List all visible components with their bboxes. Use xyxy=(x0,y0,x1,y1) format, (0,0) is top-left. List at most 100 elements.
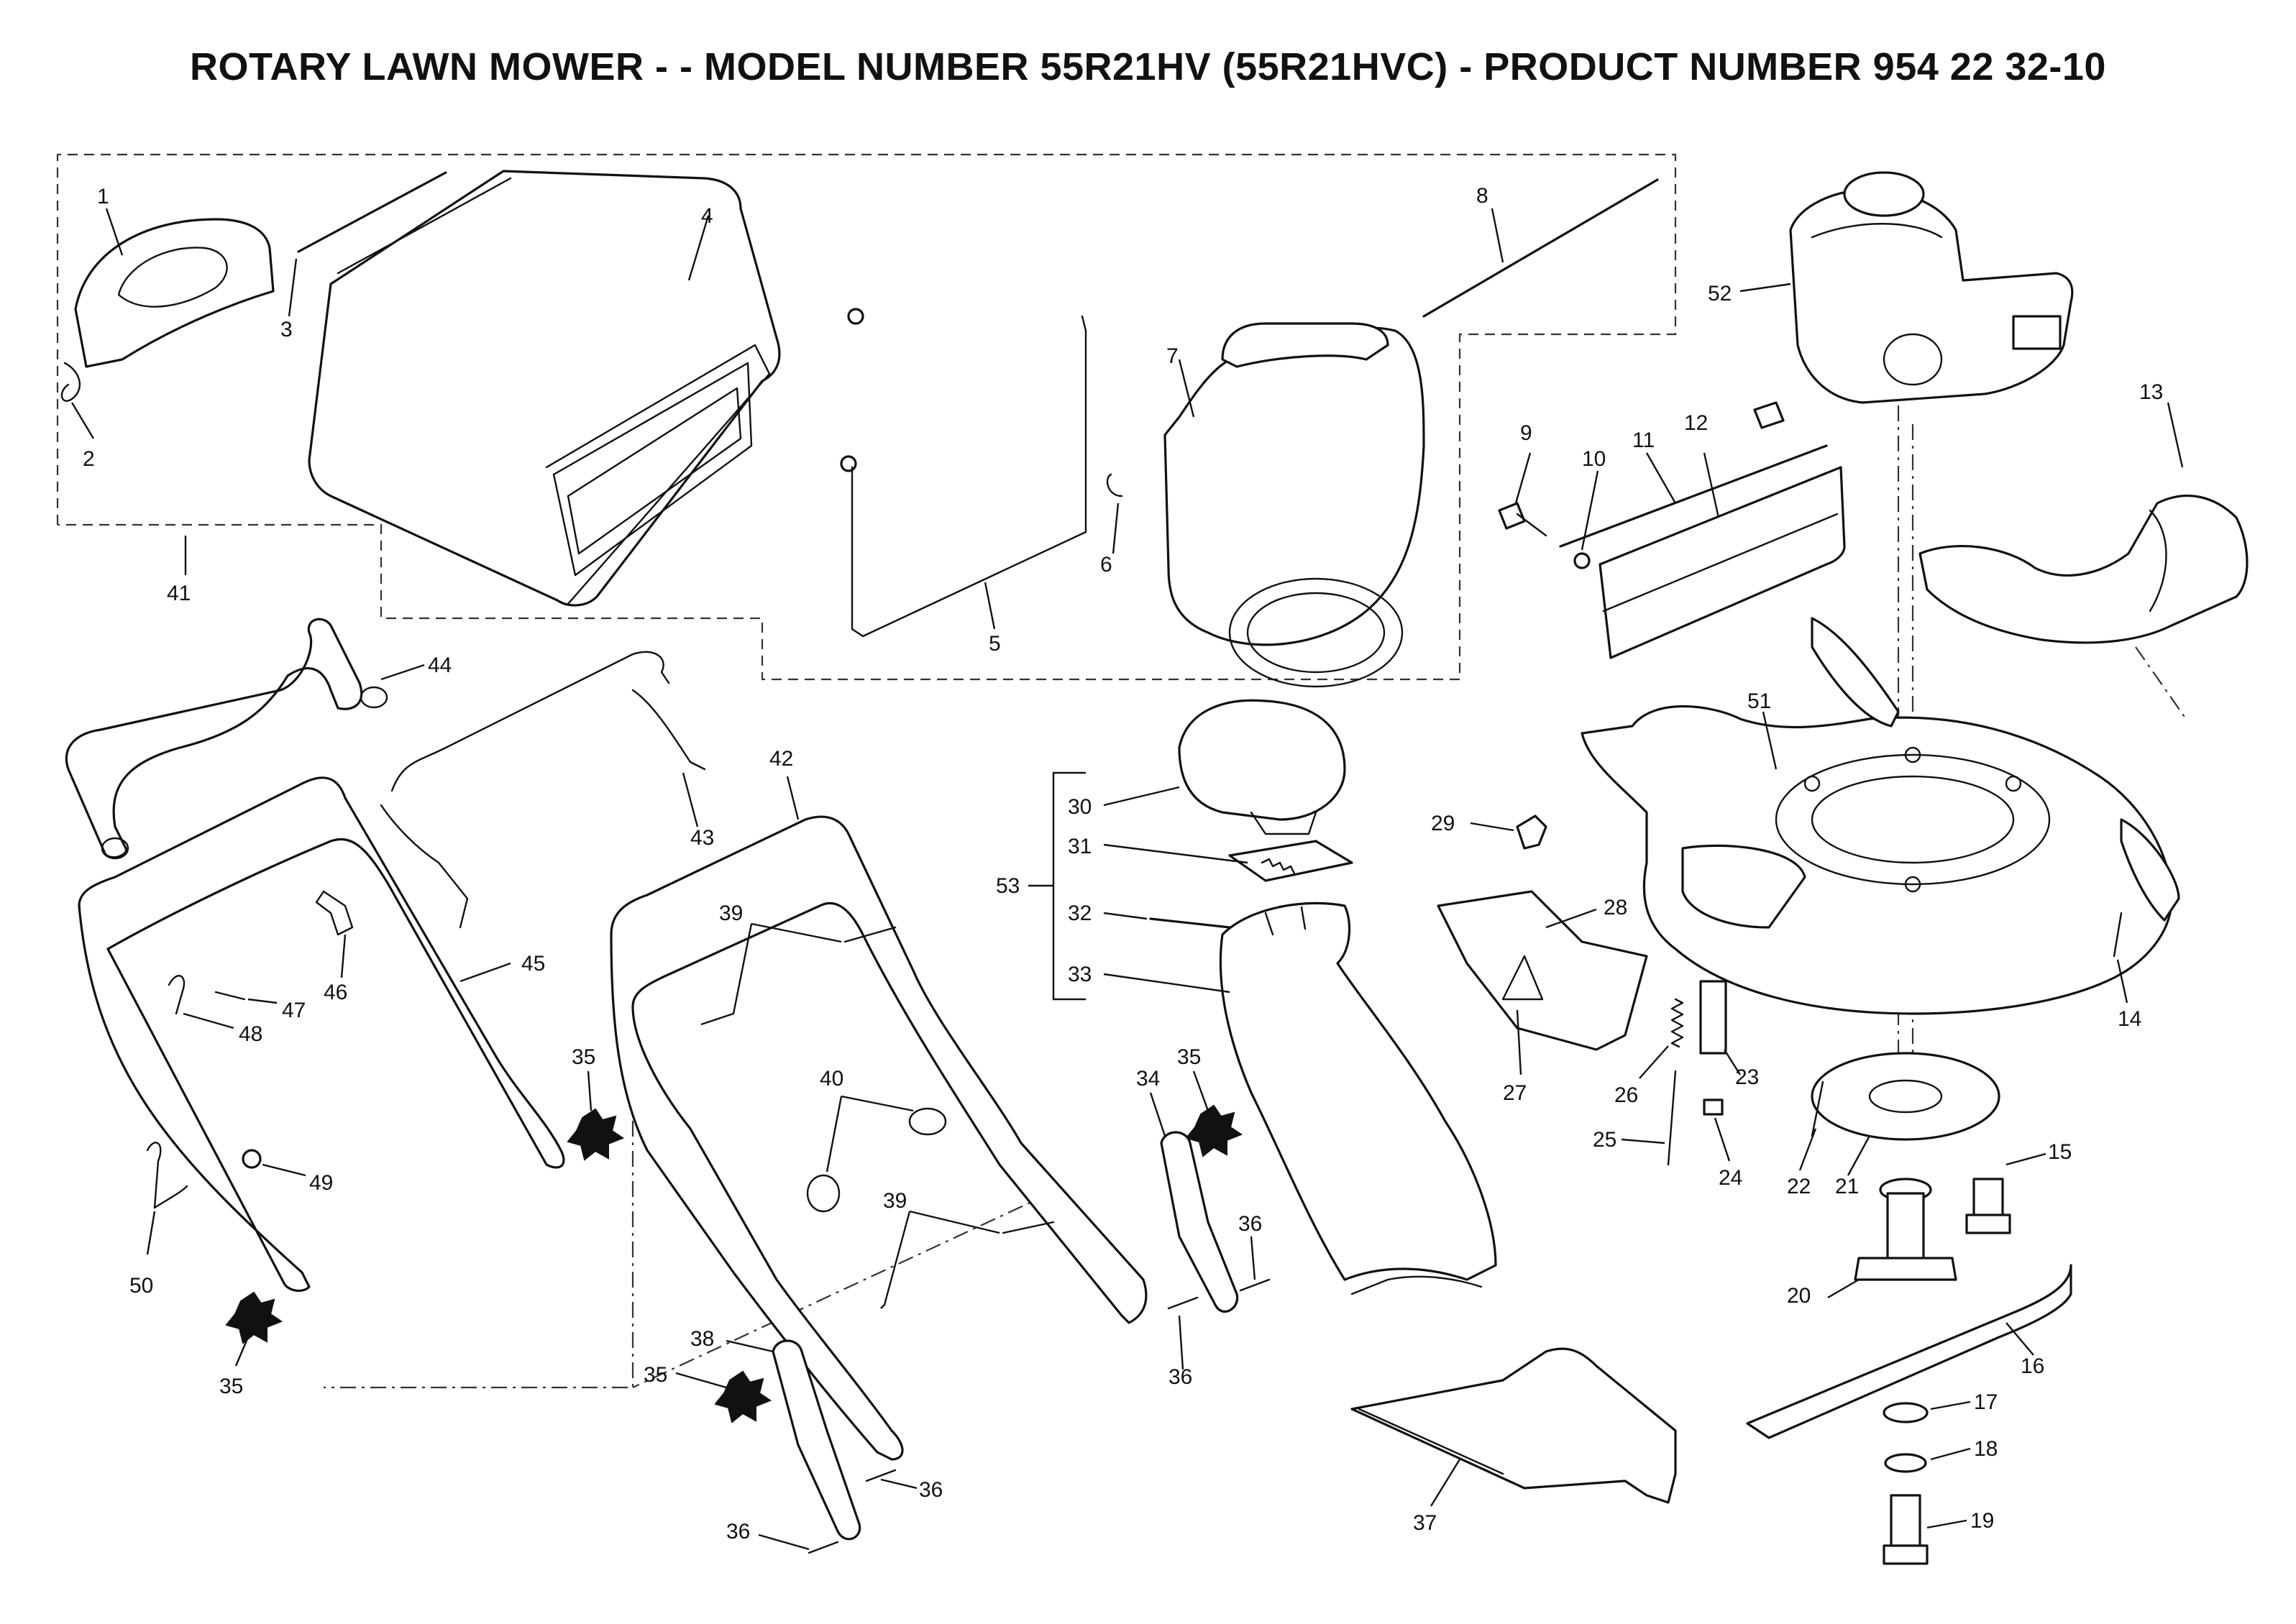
bag-frame xyxy=(840,308,1087,638)
washer-17 xyxy=(1883,1400,1971,1423)
cable-clip-40 xyxy=(806,1095,947,1213)
label-50: 50 xyxy=(129,1274,153,1298)
knob-35-c xyxy=(1185,1070,1243,1157)
label-47: 47 xyxy=(282,999,306,1022)
bolt-36-a xyxy=(1167,1296,1199,1370)
nut-10 xyxy=(1573,470,1599,569)
spring-31 xyxy=(1103,840,1353,882)
label-13: 13 xyxy=(2139,380,2163,404)
label-35d: 35 xyxy=(644,1363,667,1387)
label-35c: 35 xyxy=(219,1375,243,1398)
label-46: 46 xyxy=(324,981,347,1004)
bag-handle xyxy=(74,208,275,368)
discharge-chute-33 xyxy=(1103,902,1497,1295)
label-30: 30 xyxy=(1068,795,1092,819)
label-31: 31 xyxy=(1068,835,1092,858)
height-bracket-34 xyxy=(1149,1092,1239,1313)
label-17: 17 xyxy=(1974,1390,1998,1414)
upper-handle-45 xyxy=(78,651,670,1293)
label-22: 22 xyxy=(1787,1175,1811,1198)
label-2: 2 xyxy=(83,447,95,471)
blade-16 xyxy=(1746,1264,2072,1439)
label-38: 38 xyxy=(690,1327,714,1351)
label-34: 34 xyxy=(1136,1067,1160,1091)
label-26: 26 xyxy=(1614,1083,1638,1107)
label-19: 19 xyxy=(1970,1509,1994,1533)
label-36c: 36 xyxy=(919,1478,943,1502)
label-1: 1 xyxy=(97,185,109,208)
label-29: 29 xyxy=(1431,812,1455,835)
bolt-36-d xyxy=(758,1533,839,1554)
label-4: 4 xyxy=(701,204,713,228)
shield-21 xyxy=(1811,1052,2000,1176)
knob-29 xyxy=(1470,815,1547,850)
pin-32 xyxy=(1103,912,1231,929)
label-15: 15 xyxy=(2048,1140,2072,1164)
rear-skirt-37 xyxy=(1350,1347,1677,1507)
knob-35-b xyxy=(225,1291,283,1367)
mower-deck xyxy=(1581,617,2180,1015)
label-42: 42 xyxy=(769,747,793,771)
label-43: 43 xyxy=(690,826,714,850)
label-25: 25 xyxy=(1593,1128,1616,1152)
nut-49 xyxy=(242,1149,306,1177)
label-18: 18 xyxy=(1974,1437,1998,1461)
bolt-39-b xyxy=(880,1210,1055,1309)
chute-assembly-bracket-53 xyxy=(1028,771,1086,1001)
rod-25 xyxy=(1621,1070,1677,1166)
handle-grip-44 xyxy=(65,618,425,860)
spring-26 xyxy=(1639,998,1684,1079)
clip-6 xyxy=(1106,473,1123,554)
label-12: 12 xyxy=(1684,411,1708,435)
engine xyxy=(1739,171,2074,404)
label-9: 9 xyxy=(1520,421,1532,445)
label-20: 20 xyxy=(1787,1284,1811,1308)
label-52: 52 xyxy=(1708,282,1732,306)
label-23: 23 xyxy=(1735,1065,1759,1089)
mulch-plug-28 xyxy=(1437,890,1648,1051)
label-35b: 35 xyxy=(1177,1045,1201,1069)
label-51: 51 xyxy=(1747,689,1771,713)
label-32: 32 xyxy=(1068,902,1092,925)
label-53: 53 xyxy=(996,874,1020,898)
rod-3 xyxy=(288,171,447,317)
label-37: 37 xyxy=(1413,1511,1437,1535)
clamp-46 xyxy=(315,890,354,978)
label-28: 28 xyxy=(1604,896,1627,919)
lower-handle-42 xyxy=(610,776,1148,1461)
rear-cover xyxy=(1918,402,2249,644)
label-36a: 36 xyxy=(1238,1212,1262,1236)
bolt-47 xyxy=(214,991,278,1004)
label-41: 41 xyxy=(167,582,191,605)
label-39b: 39 xyxy=(883,1189,907,1213)
bolt-39-a xyxy=(700,922,897,1026)
label-36b: 36 xyxy=(1168,1365,1192,1389)
label-11: 11 xyxy=(1632,428,1655,452)
nut-24 xyxy=(1703,1098,1731,1162)
label-21: 21 xyxy=(1835,1175,1859,1198)
label-16: 16 xyxy=(2021,1354,2044,1378)
knob-35-d xyxy=(675,1370,772,1423)
label-8: 8 xyxy=(1476,184,1488,208)
knob-35-a xyxy=(567,1070,625,1161)
label-7: 7 xyxy=(1166,344,1179,368)
bolt-15 xyxy=(1965,1152,2046,1234)
label-24: 24 xyxy=(1719,1166,1742,1190)
bracket-43 xyxy=(631,689,706,827)
flap-rod-11 xyxy=(1559,444,1828,548)
label-36d: 36 xyxy=(726,1520,750,1543)
grass-bag xyxy=(308,170,781,607)
label-27: 27 xyxy=(1503,1081,1527,1105)
label-6: 6 xyxy=(1100,553,1112,577)
label-49: 49 xyxy=(309,1171,333,1195)
screw-22 xyxy=(1798,1081,1824,1171)
label-35a: 35 xyxy=(572,1045,595,1069)
height-bracket-38 xyxy=(726,1339,861,1541)
arrow-27 xyxy=(1516,1009,1522,1075)
label-40: 40 xyxy=(820,1067,843,1091)
chute-door-30 xyxy=(1103,699,1346,835)
bolt-9 xyxy=(1498,452,1547,537)
label-48: 48 xyxy=(239,1022,262,1046)
label-5: 5 xyxy=(989,632,1001,656)
